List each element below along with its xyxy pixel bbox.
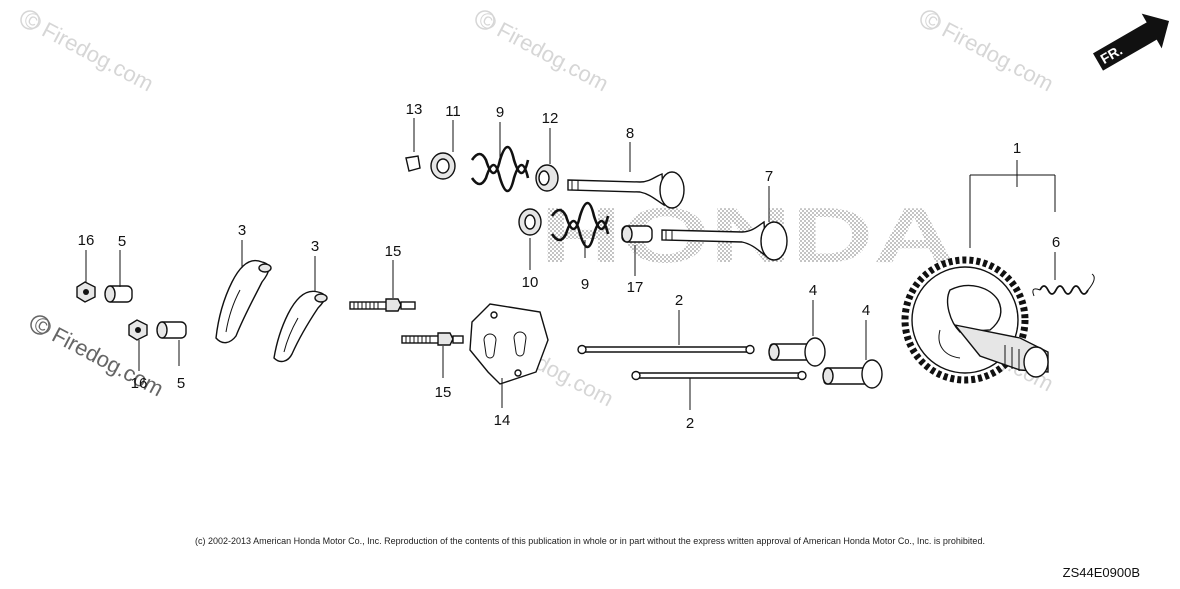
camshaft-gear-icon: [901, 256, 1049, 384]
callout-12: 12: [542, 110, 559, 127]
callout-3-right: 3: [311, 238, 319, 255]
callout-13: 13: [406, 101, 423, 118]
callout-3-left: 3: [238, 222, 246, 239]
copyright-notice: (c) 2002-2013 American Honda Motor Co., …: [195, 536, 985, 546]
rocker-arm-right-icon: [273, 290, 328, 363]
callout-9-lower: 9: [581, 276, 589, 293]
callout-15-upper: 15: [385, 243, 402, 260]
callout-15-lower: 15: [435, 384, 452, 401]
callout-2-upper: 2: [675, 292, 683, 309]
callout-2-lower: 2: [686, 415, 694, 432]
svg-text:Firedog.com: Firedog.com: [48, 322, 168, 401]
callout-4-upper: 4: [809, 282, 817, 299]
callout-4-lower: 4: [862, 302, 870, 319]
intake-valve-icon: [661, 220, 788, 261]
valve-retainer-lower-icon: [518, 208, 542, 236]
front-direction-arrow-icon: FR.: [1093, 13, 1170, 71]
callout-10: 10: [522, 274, 539, 291]
valve-lifter-upper-icon: [768, 337, 826, 367]
valve-retainer-upper-icon: [430, 152, 456, 180]
leader-lines: [85, 118, 1056, 410]
rocker-stud-lower-icon: [401, 332, 464, 346]
cap-nut-upper-icon: [76, 281, 96, 303]
drawing-number: ZS44E0900B: [1062, 565, 1140, 580]
watermark-top-right: © Firedog.com: [920, 6, 1058, 96]
watermark-top-center: © Firedog.com: [475, 6, 613, 96]
adjusting-pivot-lower-icon: [156, 321, 187, 339]
callout-9-upper: 9: [496, 104, 504, 121]
callout-11: 11: [445, 103, 461, 120]
rocker-arm-left-icon: [215, 259, 272, 344]
push-rod-upper-icon: [577, 344, 755, 355]
valve-cotter-icon: [405, 155, 421, 172]
callout-8: 8: [626, 125, 634, 142]
callout-1: 1: [1013, 140, 1021, 157]
push-rod-lower-icon: [631, 370, 807, 381]
adjusting-pivot-upper-icon: [104, 285, 133, 303]
callout-16-upper: 16: [78, 232, 95, 249]
watermark-top-left: © Firedog.com: [20, 6, 158, 96]
callout-14: 14: [494, 412, 511, 429]
valve-spring-upper-icon: [470, 145, 530, 193]
callout-6: 6: [1052, 234, 1060, 251]
decompressor-spring-icon: [1032, 273, 1095, 297]
push-rod-guide-plate-icon: [469, 303, 549, 385]
callout-7: 7: [765, 168, 773, 185]
valve-rotator-icon: [621, 225, 653, 243]
svg-text:Firedog.com: Firedog.com: [493, 17, 613, 96]
valve-lifter-lower-icon: [822, 359, 883, 389]
valve-spring-lower-icon: [550, 201, 610, 249]
exhaust-valve-icon: [567, 171, 685, 209]
callout-5-lower: 5: [177, 375, 185, 392]
svg-text:Firedog.com: Firedog.com: [938, 17, 1058, 96]
rocker-stud-upper-icon: [349, 298, 416, 312]
callout-5-upper: 5: [118, 233, 126, 250]
valve-stem-seal-icon: [535, 164, 559, 192]
cap-nut-lower-icon: [128, 319, 148, 341]
callout-17: 17: [627, 279, 644, 296]
svg-text:Firedog.com: Firedog.com: [38, 17, 158, 96]
callout-16-lower: 16: [131, 375, 148, 392]
